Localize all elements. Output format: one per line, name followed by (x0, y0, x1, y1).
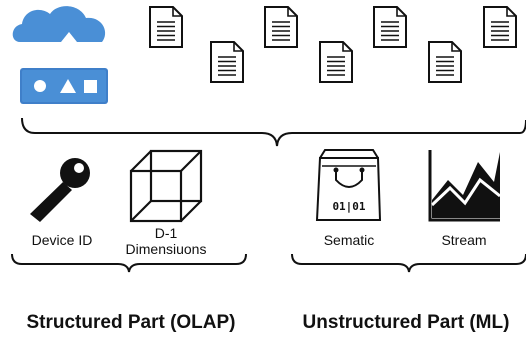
cloud-device-icon (12, 6, 108, 104)
area-chart-icon (428, 150, 501, 222)
document-icons (149, 6, 517, 83)
sematic-icon-text: 01|01 (332, 200, 365, 213)
document-icon (373, 6, 407, 48)
structured-brace (11, 253, 247, 273)
document-icon (428, 41, 462, 83)
unstructured-part-label: Unstructured Part (ML) (302, 312, 510, 333)
document-icon (319, 41, 353, 83)
dimension-label-line2: Dimensiuons (125, 241, 207, 257)
top-brace (21, 117, 526, 147)
structured-part-label: Structured Part (OLAP) (26, 312, 236, 333)
document-icon (483, 6, 517, 48)
dimension-label-line1: D-1 (154, 225, 178, 241)
stream-label: Stream (441, 232, 487, 248)
unstructured-brace (291, 253, 526, 273)
wireframe-cube-icon (129, 149, 203, 223)
shopping-bag-icon: 01|01 (315, 149, 382, 221)
document-icon (264, 6, 298, 48)
sematic-label: Sematic (323, 232, 375, 248)
key-icon (30, 158, 90, 222)
device-id-label: Device ID (31, 232, 93, 248)
document-icon (149, 6, 183, 48)
document-icon (210, 41, 244, 83)
